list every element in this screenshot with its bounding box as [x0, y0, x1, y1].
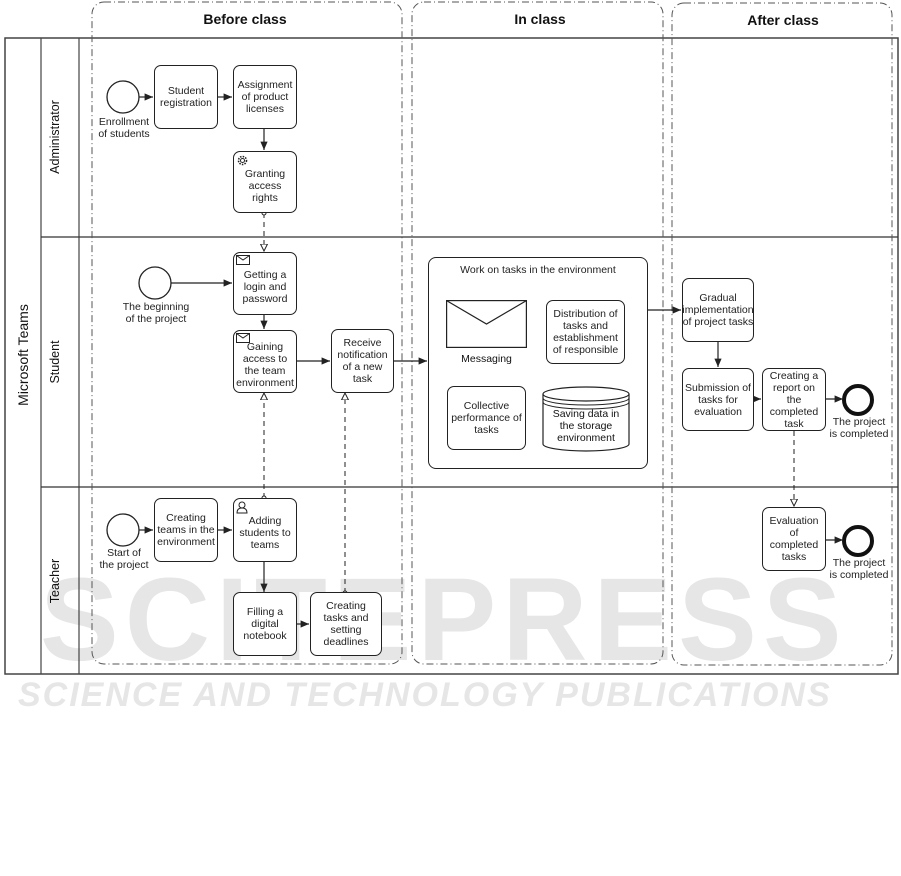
phase-title-before: Before class: [203, 11, 287, 27]
pool-border: [4, 37, 899, 675]
lane-label-administrator: Administrator: [48, 100, 62, 174]
end-event-student: [842, 384, 874, 416]
start-event-beginning: [138, 266, 172, 300]
phase-group-in: [411, 1, 664, 665]
phase-group-before: [91, 1, 403, 665]
task-evaluation[interactable]: Evaluation of completed tasks: [762, 507, 826, 571]
event-label-start-teacher: Start of the project: [95, 547, 153, 571]
task-assignment-licenses[interactable]: Assignment of product licenses: [233, 65, 297, 129]
task-label: Creating teams in the environment: [157, 512, 215, 548]
envelope-icon: [236, 333, 250, 346]
lane-label-student: Student: [48, 340, 62, 384]
user-icon: [236, 501, 248, 517]
task-filling-notebook[interactable]: Filling a digital notebook: [233, 592, 297, 656]
task-label: Assignment of product licenses: [237, 79, 293, 115]
event-label-end-student: The project is completed: [828, 416, 890, 440]
task-student-registration[interactable]: Student registration: [154, 65, 218, 129]
event-label-end-teacher: The project is completed: [828, 557, 890, 581]
event-label-line: of students: [98, 128, 150, 140]
task-collective-performance[interactable]: Collective performance of tasks: [447, 386, 526, 450]
event-label-line: the project: [99, 559, 149, 571]
phase-title-in: In class: [514, 11, 566, 27]
database-icon: [542, 386, 630, 452]
event-label-line: The project: [832, 416, 886, 428]
task-getting-login[interactable]: Getting a login and password: [233, 252, 297, 315]
start-event-teacher: [106, 513, 140, 547]
gear-icon: [236, 154, 249, 170]
task-creating-tasks[interactable]: Creating tasks and setting deadlines: [310, 592, 382, 656]
event-label-line: The beginning: [122, 301, 190, 313]
lane-label-teacher: Teacher: [48, 558, 62, 604]
task-adding-students[interactable]: Adding students to teams: [233, 498, 297, 562]
task-label: Collective performance of tasks: [451, 400, 522, 436]
event-label-line: of the project: [125, 313, 187, 325]
task-label: Submission of tasks for evaluation: [685, 381, 751, 418]
subprocess-work-on-tasks[interactable]: Work on tasks in the environment Messagi…: [428, 257, 648, 469]
task-label: Granting access rights: [244, 168, 286, 204]
end-event-teacher: [842, 525, 874, 557]
task-label: Gaining access to the team environment: [236, 341, 294, 389]
pool-label: Microsoft Teams: [15, 304, 31, 406]
task-label: Gradual implementation of project tasks: [682, 292, 754, 328]
event-label-line: is completed: [829, 569, 889, 581]
task-label: Distribution of tasks and establishment …: [552, 308, 619, 356]
event-label-enrollment: Enrollment of students: [95, 116, 153, 140]
event-label-line: Enrollment: [98, 116, 150, 128]
task-label: Adding students to teams: [239, 515, 291, 551]
task-label: Creating a report on the completed task: [769, 369, 819, 430]
task-granting-access[interactable]: Granting access rights: [233, 151, 297, 213]
task-label: Creating tasks and setting deadlines: [323, 600, 369, 648]
messaging-envelope-icon: [446, 300, 528, 353]
task-creating-teams[interactable]: Creating teams in the environment: [154, 498, 218, 562]
task-gradual-implementation[interactable]: Gradual implementation of project tasks: [682, 278, 754, 342]
event-label-line: The project: [832, 557, 886, 569]
task-receive-notification[interactable]: Receive notification of a new task: [331, 329, 394, 393]
task-gaining-access[interactable]: Gaining access to the team environment: [233, 330, 297, 393]
task-label: Filling a digital notebook: [243, 606, 287, 642]
start-event-enrollment: [106, 80, 140, 114]
task-label: Evaluation of completed tasks: [769, 515, 819, 563]
messaging-label: Messaging: [461, 353, 512, 365]
task-distribution[interactable]: Distribution of tasks and establishment …: [546, 300, 625, 364]
task-label: Student registration: [160, 85, 212, 109]
phase-title-after: After class: [747, 12, 819, 28]
task-label: Getting a login and password: [242, 268, 288, 305]
event-label-line: is completed: [829, 428, 889, 440]
event-label-beginning: The beginning of the project: [116, 301, 196, 325]
subprocess-title: Work on tasks in the environment: [460, 264, 616, 276]
event-label-line: Start of: [107, 547, 141, 559]
task-creating-report[interactable]: Creating a report on the completed task: [762, 368, 826, 431]
data-store-saving[interactable]: Saving data in the storage environment: [542, 386, 630, 452]
envelope-icon: [236, 255, 250, 268]
phase-group-after: [671, 2, 893, 666]
task-submission[interactable]: Submission of tasks for evaluation: [682, 368, 754, 431]
data-store-label: Saving data in the storage environment: [552, 408, 620, 444]
task-label: Receive notification of a new task: [337, 337, 388, 385]
